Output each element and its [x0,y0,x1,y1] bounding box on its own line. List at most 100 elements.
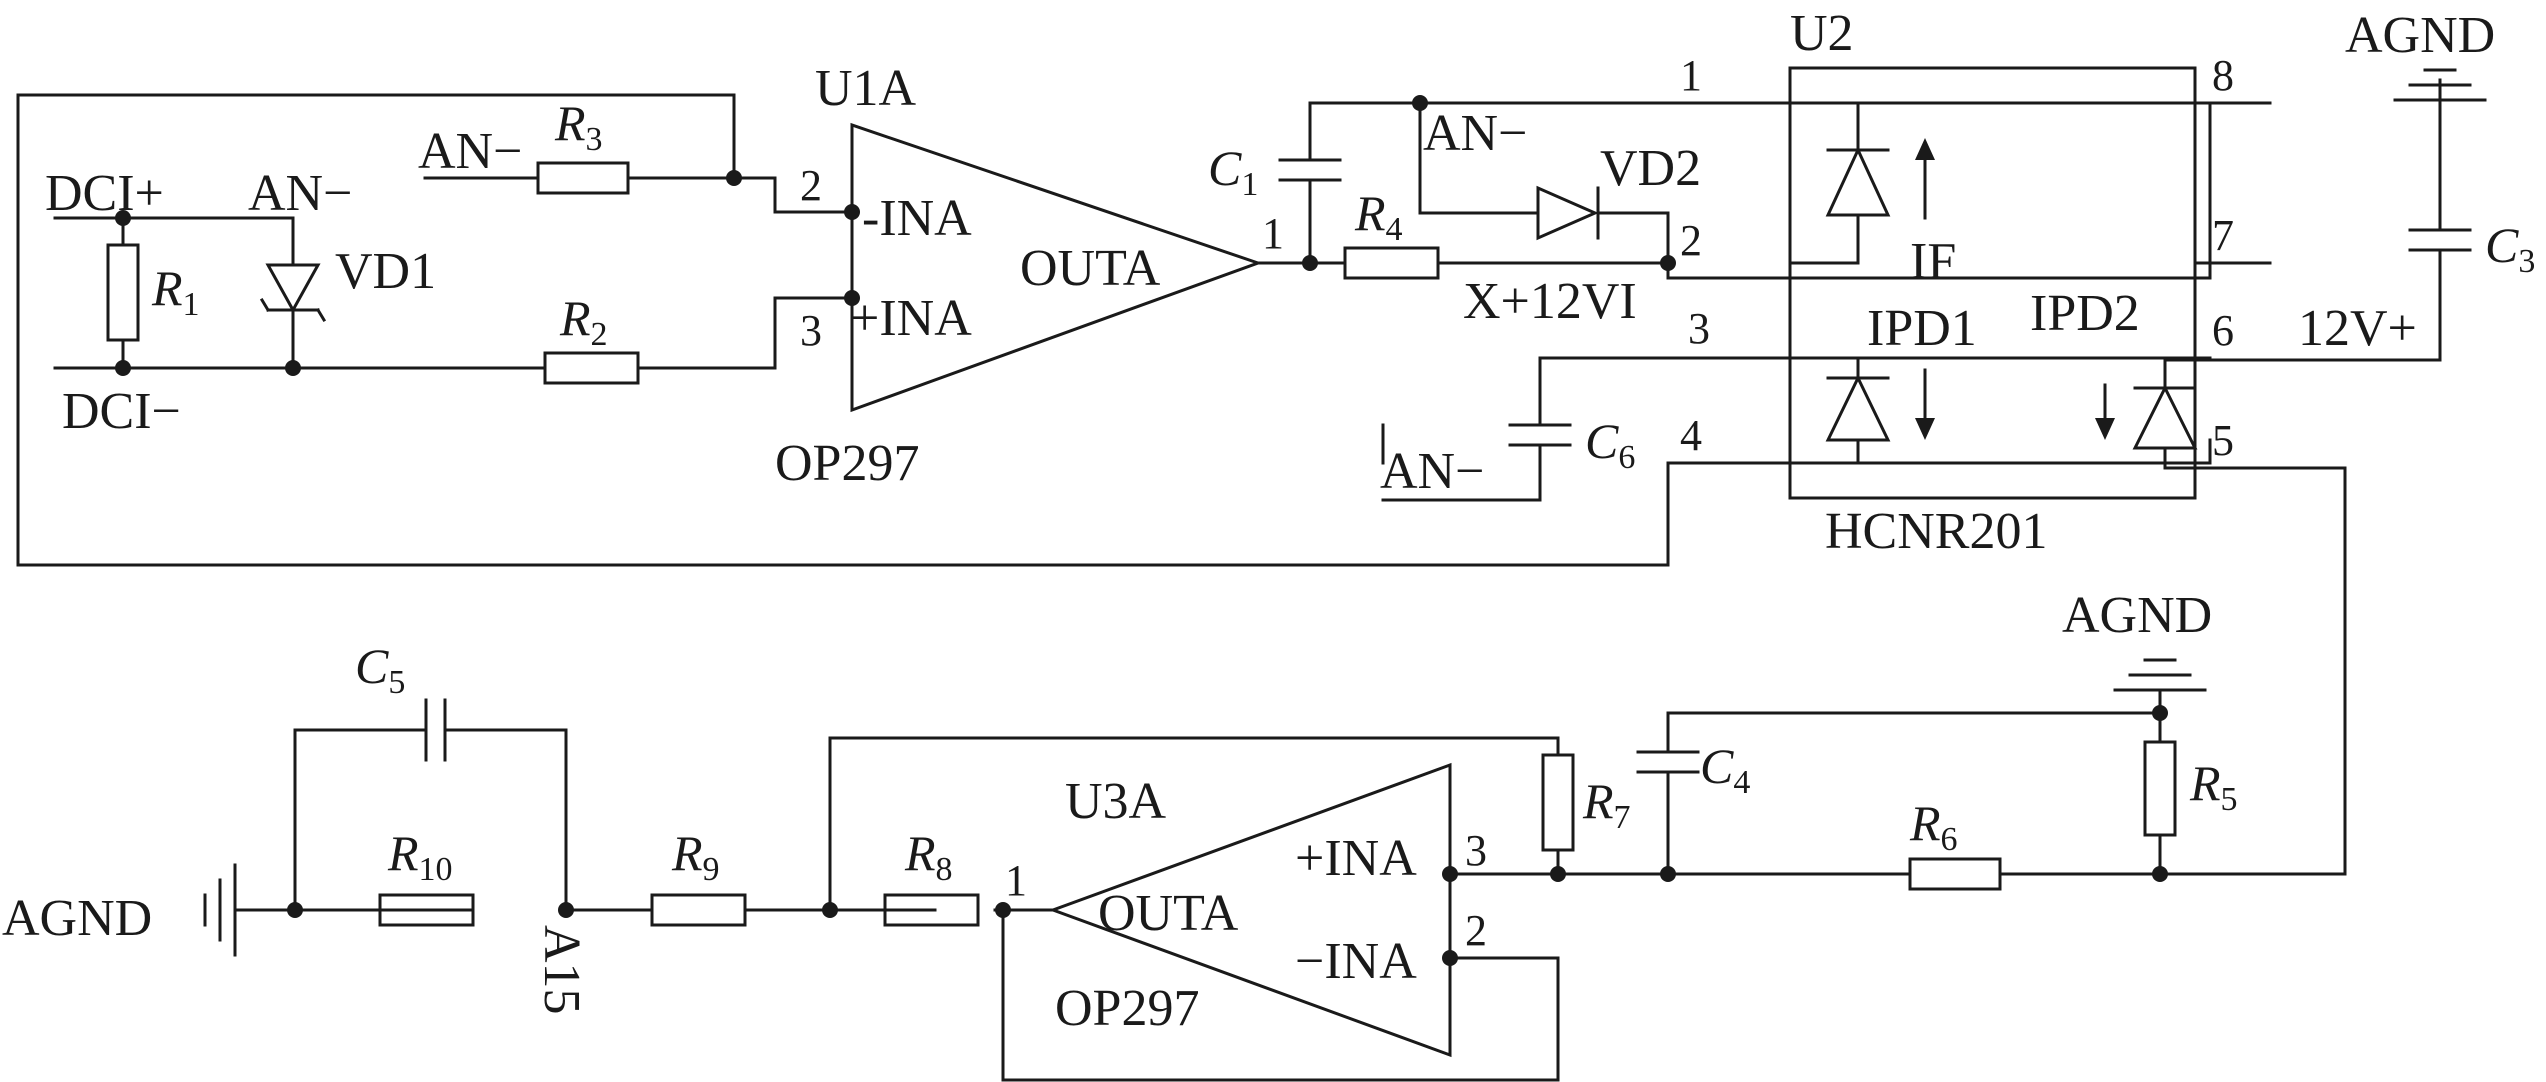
capacitor-c1 [1278,158,1342,182]
junction-dot [995,902,1011,918]
ipd2-arrow-icon [2095,383,2115,440]
junction-dot [2152,866,2168,882]
an-neg-vd2-label: AN− [1423,105,1527,162]
capacitor-c5 [424,698,447,762]
junction-dot [1550,866,1566,882]
u2-optocoupler [1788,66,2198,500]
u3a-out: OUTA [1098,885,1239,942]
resistor-r5-body [2143,740,2177,837]
junction-dot [1412,95,1428,111]
capacitor-c4 [1636,750,1700,774]
junction-dot [822,902,838,918]
u2-pin-1: 1 [1680,51,1702,100]
u1a-pin-out: 1 [1262,209,1284,258]
wires [16,78,2442,1082]
dci-pos-label: DCI+ [45,165,164,222]
u2-ipd1-label: IPD1 [1867,300,1977,357]
vd2-label: VD2 [1600,140,1701,197]
u1a-in-pos: +INA [850,290,972,347]
u2-name: U2 [1790,5,1854,62]
r9-label: R9 [671,825,720,888]
u2-pin-8: 8 [2212,51,2234,100]
vd1-label: VD1 [335,243,436,300]
u3a-in-neg: −INA [1295,933,1417,990]
c3-label: C3 [2485,217,2535,280]
agnd-symbol-left [203,863,237,957]
junction-dot [558,902,574,918]
junction-dot [726,170,742,186]
v12-pos-label: 12V+ [2298,300,2417,357]
u3a-name: U3A [1065,773,1167,830]
u3a-pin-out: 1 [1005,856,1027,905]
u1a-opamp [850,122,1263,413]
resistor-r6-body [1908,857,2002,891]
resistor-r3-body [536,161,630,195]
u1a-in-neg: -INA [862,190,972,247]
if-arrow-icon [1915,138,1935,220]
u1a-out: OUTA [1020,240,1161,297]
resistor-r9-body [650,893,747,927]
u2-pin-7: 7 [2212,211,2234,260]
u2-pin-2: 2 [1680,216,1702,265]
r8-label: R8 [904,825,953,888]
resistor-r1-body [106,243,140,342]
agnd-top-label: AGND [2345,7,2495,64]
agnd-middle-label: AGND [2062,587,2212,644]
r4-label: R4 [1354,185,1403,248]
agnd-left-label: AGND [2,890,152,947]
r5-label: R5 [2189,755,2238,818]
an-neg-vd1-label: AN− [248,165,352,222]
r2-label: R2 [559,290,608,353]
vd2-diode [1536,185,1600,241]
pd2-diode [2132,358,2198,470]
an-neg-r3-label: AN− [418,123,522,180]
r6-label: R6 [1909,795,1958,858]
c4-label: C4 [1700,738,1750,801]
capacitors [424,158,2472,774]
dci-neg-label: DCI− [62,383,181,440]
an-neg-c6-label: AN− [1380,443,1484,500]
junction-dot [1660,255,1676,271]
pd1-diode [1788,356,1891,465]
junction-dots [115,95,2168,966]
resistors [106,161,2177,927]
r1-label: R1 [151,260,200,323]
u3a-in-pos: +INA [1295,830,1417,887]
u2-ipd2-label: IPD2 [2030,285,2140,342]
labels: R1 R2 R3 R4 R5 R6 R7 R8 R9 R10 C1 C3 C4 … [2,5,2535,1037]
a15-label: A15 [533,925,590,1015]
r10-label: R10 [387,825,453,888]
capacitor-c6 [1381,423,1572,502]
junction-dot [1302,255,1318,271]
u1a-name: U1A [815,60,917,117]
resistor-r10-body [378,893,475,927]
c5-label: C5 [355,638,405,701]
junction-dot [287,902,303,918]
u2-pin-4: 4 [1680,411,1702,460]
led-diode [1788,101,1891,265]
u1a-part: OP297 [775,435,919,492]
ipd1-arrow-icon [1915,368,1935,440]
junction-dot [115,210,131,226]
u2-if-label: IF [1910,233,1956,290]
c1-label: C1 [1208,140,1258,203]
u2-pin-3: 3 [1688,304,1710,353]
x12vi-label: X+12VI [1463,273,1637,330]
r7-label: R7 [1582,773,1631,836]
junction-dot [115,360,131,376]
u2-pin-6: 6 [2212,306,2234,355]
u3a-part: OP297 [1055,980,1199,1037]
agnd-symbol-top [2393,68,2487,102]
resistor-r2-body [543,351,640,385]
c6-label: C6 [1585,413,1635,476]
u1a-pin-pos: 3 [800,306,822,355]
u3a-opamp [1048,762,1452,1058]
u2-part: HCNR201 [1825,503,2047,560]
resistor-r7-body [1541,753,1575,852]
resistor-r4-body [1343,246,1440,280]
resistor-r8-body [883,893,980,927]
vd1-diode [259,263,327,324]
u2-pin-5: 5 [2212,416,2234,465]
r3-label: R3 [554,95,603,158]
